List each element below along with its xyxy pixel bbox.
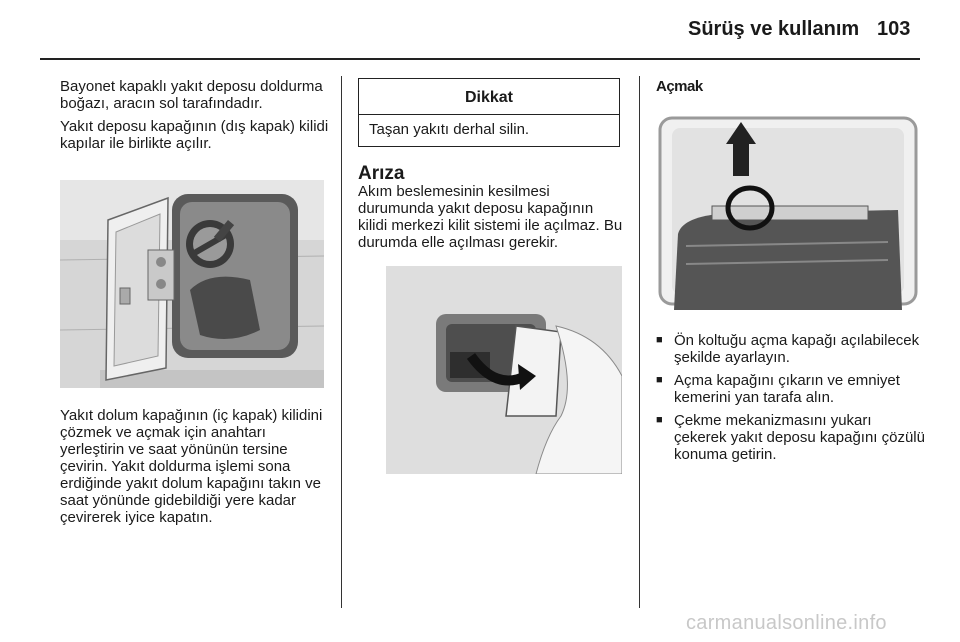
- page-number: 103: [877, 18, 911, 40]
- watermark: carmanualsonline.info: [686, 612, 887, 634]
- column-divider-1: [341, 76, 342, 608]
- right-column: Açmak: [656, 78, 928, 113]
- caution-notice-box: Dikkat Taşan yakıtı derhal silin.: [358, 78, 620, 147]
- caution-notice-title: Dikkat: [359, 79, 619, 115]
- fuel-filler-illustration: [60, 180, 324, 388]
- caution-notice-text: Taşan yakıtı derhal silin.: [369, 121, 530, 138]
- page-section-title: Sürüş ve kullanım: [688, 18, 860, 40]
- list-item: Açma kapağını çıkarın ve emniyet kemerin…: [656, 372, 928, 406]
- subheading-opening: Açmak: [656, 78, 703, 95]
- header-divider: [40, 58, 920, 60]
- paragraph-fuel-flap-lock: Yakıt deposu kapağının (dış kapak) kilid…: [60, 118, 329, 152]
- list-item: Çekme mekanizmasını yukarı çekerek yakıt…: [656, 412, 928, 463]
- middle-column: Dikkat Taşan yakıtı derhal silin. Arıza …: [358, 78, 626, 257]
- paragraph-fuel-filler-location: Bayonet kapaklı yakıt deposu doldurma bo…: [60, 78, 323, 112]
- list-item: Ön koltuğu açma kapağı açılabilecek şeki…: [656, 332, 928, 366]
- column-divider-2: [639, 76, 640, 608]
- seat-release-illustration: [658, 114, 920, 310]
- left-column-lower: Yakıt dolum kapağının (iç kapak) kilidin…: [60, 407, 330, 532]
- opening-steps-list: Ön koltuğu açma kapağı açılabilecek şeki…: [656, 332, 928, 463]
- section-title-fault: Arıza: [358, 163, 405, 184]
- paragraph-fuel-cap-instructions: Yakıt dolum kapağının (iç kapak) kilidin…: [60, 407, 323, 526]
- paragraph-fault-description: Akım beslemesinin kesilmesi durumunda ya…: [358, 183, 623, 251]
- left-column: Bayonet kapaklı yakıt deposu doldurma bo…: [60, 78, 330, 158]
- manual-release-illustration: [386, 266, 622, 474]
- right-column-lower: Ön koltuğu açma kapağı açılabilecek şeki…: [656, 332, 928, 469]
